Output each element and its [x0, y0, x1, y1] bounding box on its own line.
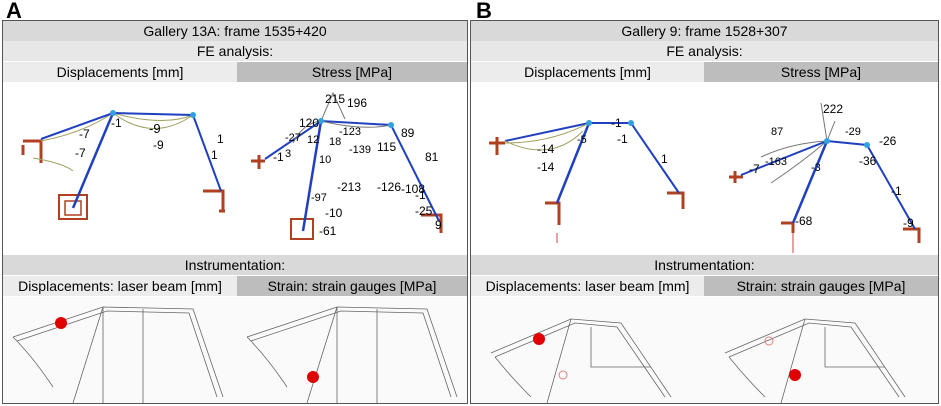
panel-a-fe-svg: -7 -7 -1 -9 -9 1 1 215 196 120 -27 12 — [21, 91, 443, 240]
panel-b-instrumentation-drawings — [471, 297, 938, 403]
panel-b-analysis-label: FE analysis: — [471, 41, 938, 61]
panel-b-laser-marker — [533, 333, 545, 345]
panel-a-displacement-frame — [21, 110, 225, 220]
panel-b-laser-header: Displacements: laser beam [mm] — [471, 276, 704, 296]
stress-label-18: -1 — [415, 188, 426, 202]
stress-label-4: -27 — [285, 132, 301, 144]
stress-label-8: -123 — [339, 126, 361, 138]
panel-b-strain-marker — [789, 369, 801, 381]
panel-a-stress-frame — [251, 91, 443, 240]
b-stress-label-11: -7 — [749, 162, 760, 176]
panel-a-instrumentation-label: Instrumentation: — [3, 255, 467, 275]
panel-a-fe-figure: -7 -7 -1 -9 -9 1 1 215 196 120 -27 12 — [3, 83, 467, 255]
stress-label-1: 215 — [325, 92, 345, 106]
panel-b-right-sketch — [724, 318, 906, 403]
stress-label-20: -61 — [319, 224, 337, 238]
disp-label-2: -7 — [75, 146, 86, 160]
panel-b: Gallery 9: frame 1528+307 FE analysis: D… — [470, 20, 939, 404]
disp-label-5: -9 — [153, 138, 164, 152]
stress-label-6: 10 — [319, 154, 331, 166]
b-disp-label-4: -5 — [577, 134, 587, 146]
stress-label-17: -10 — [325, 206, 343, 220]
disp-label-1: -7 — [79, 127, 90, 141]
b-disp-label-6: 1 — [661, 152, 668, 166]
panel-b-displacements-header: Displacements [mm] — [471, 62, 704, 82]
disp-label-7: 1 — [211, 148, 218, 162]
panel-b-letter: B — [476, 0, 492, 23]
b-stress-label-2: 87 — [771, 126, 783, 138]
panel-a-title: Gallery 13A: frame 1535+420 — [3, 21, 467, 41]
b-stress-label-1: 222 — [823, 102, 843, 116]
panel-a-strain-marker — [307, 371, 319, 383]
b-stress-label-6: -3 — [811, 162, 821, 174]
panel-b-drawing-svg — [490, 318, 906, 403]
stress-label-15: -108 — [401, 182, 425, 196]
panel-b-strain-inactive-marker — [764, 336, 774, 346]
panel-a-right-sketch — [246, 306, 458, 403]
b-disp-label-5: -1 — [617, 132, 628, 146]
stress-label-9: -139 — [349, 144, 371, 156]
panel-a-stress-header: Stress [MPa] — [237, 62, 467, 82]
stress-label-12: 81 — [425, 150, 439, 164]
panel-a-laser-header: Displacements: laser beam [mm] — [3, 276, 237, 296]
b-stress-label-7: -36 — [859, 154, 877, 168]
stress-label-23: 3 — [285, 148, 291, 160]
panel-a: Gallery 13A: frame 1535+420 FE analysis:… — [2, 20, 468, 404]
stress-label-7: 18 — [329, 136, 341, 148]
disp-label-3: -1 — [111, 116, 122, 130]
panel-a-displacements-header: Displacements [mm] — [3, 62, 237, 82]
panel-a-letter: A — [6, 0, 22, 23]
panel-b-stress-frame — [729, 102, 921, 253]
panel-a-drawing-svg — [12, 306, 458, 403]
b-disp-label-1: -1 — [611, 116, 622, 130]
b-stress-label-3: -29 — [845, 126, 861, 138]
stress-label-11: 89 — [401, 126, 415, 140]
stress-label-21: 9 — [435, 218, 442, 232]
b-stress-label-8: -68 — [795, 214, 813, 228]
stress-label-2: 196 — [347, 96, 367, 110]
panel-b-title: Gallery 9: frame 1528+307 — [471, 21, 938, 41]
b-stress-label-9: -1 — [891, 184, 902, 198]
b-stress-label-10: -9 — [903, 216, 914, 230]
panel-b-stress-header: Stress [MPa] — [704, 62, 938, 82]
stress-label-19: -25 — [415, 204, 433, 218]
b-stress-label-4: -26 — [879, 134, 897, 148]
panel-b-fe-figure: -1 -14 -14 -5 -1 1 222 87 -29 -26 -163 — [471, 83, 938, 255]
b-stress-label-5: -163 — [765, 156, 787, 168]
panel-a-strain-header: Strain: strain gauges [MPa] — [237, 276, 467, 296]
stress-label-13: -213 — [337, 180, 361, 194]
panel-b-instrumentation-label: Instrumentation: — [471, 255, 938, 275]
stress-label-5: 12 — [307, 134, 319, 146]
panel-a-laser-marker — [55, 317, 67, 329]
stress-label-10: 115 — [377, 140, 396, 154]
stress-label-3: 120 — [299, 116, 319, 130]
b-disp-label-3: -14 — [537, 160, 555, 174]
stress-label-22: -1 — [273, 150, 284, 164]
panel-a-analysis-label: FE analysis: — [3, 41, 467, 61]
panel-a-left-sketch — [12, 306, 224, 403]
b-disp-label-2: -14 — [537, 142, 555, 156]
panel-b-displacement-frame — [489, 120, 685, 243]
stress-label-16: -97 — [311, 192, 327, 204]
panel-a-instrumentation-drawings — [3, 297, 467, 403]
panel-b-left-sketch — [490, 318, 672, 403]
disp-label-6: 1 — [217, 132, 224, 146]
panel-b-strain-header: Strain: strain gauges [MPa] — [704, 276, 938, 296]
panel-b-fe-svg: -1 -14 -14 -5 -1 1 222 87 -29 -26 -163 — [489, 102, 921, 253]
disp-label-4: -9 — [149, 121, 161, 136]
stress-label-14: -126 — [377, 180, 401, 194]
panel-b-laser-inactive-marker — [558, 370, 568, 380]
